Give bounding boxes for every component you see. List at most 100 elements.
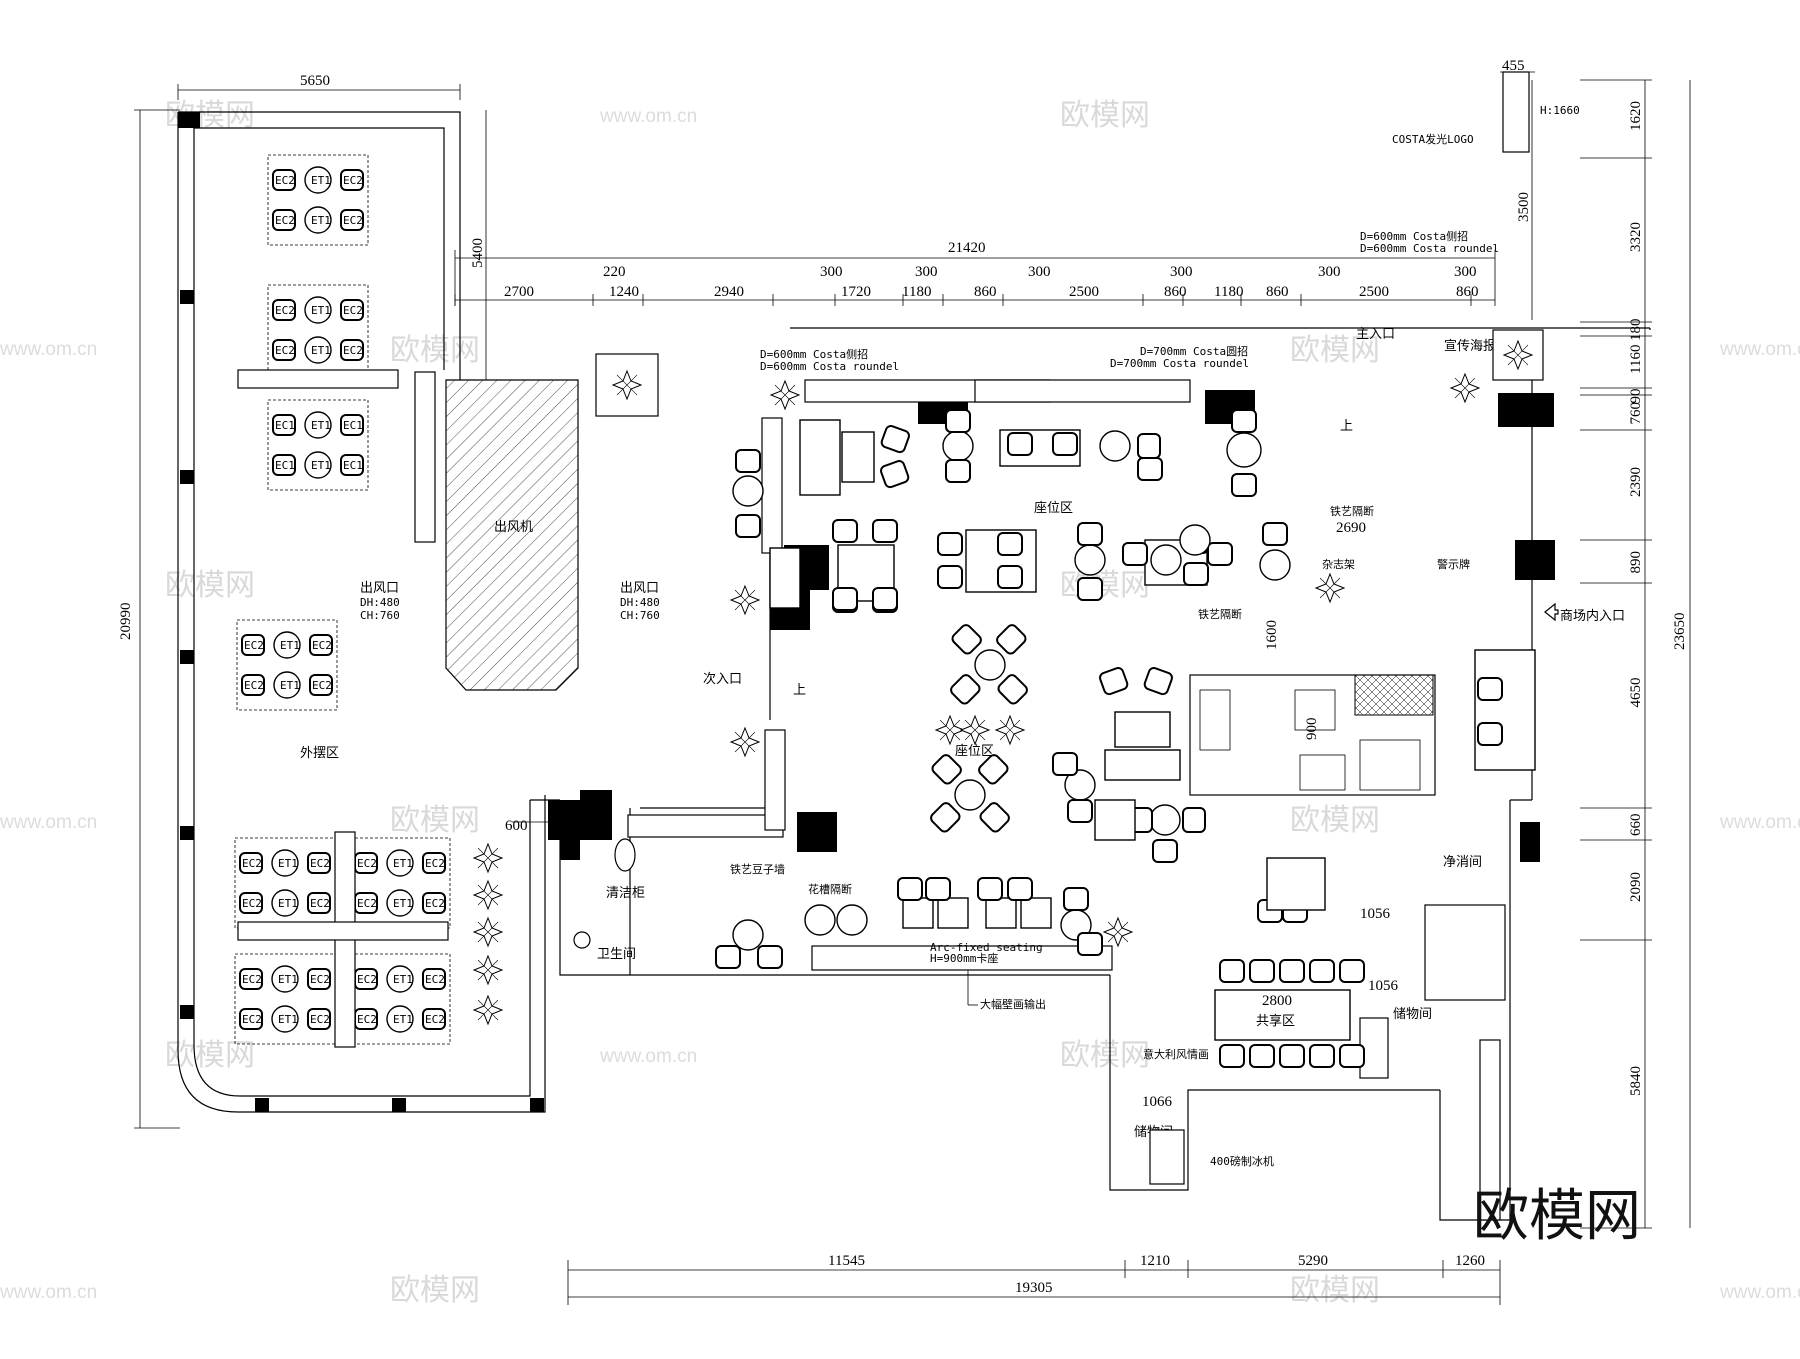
table: ET1 xyxy=(273,631,301,659)
chair xyxy=(735,449,761,473)
svg-text:ET1: ET1 xyxy=(278,973,298,986)
chair: EC2 xyxy=(307,852,331,874)
chair xyxy=(832,519,858,543)
dimension-label: 600 xyxy=(505,818,528,834)
watermark: 欧模网 xyxy=(1290,334,1380,367)
chair: EC2 xyxy=(422,852,446,874)
chair: EC2 xyxy=(354,852,378,874)
chair xyxy=(1231,409,1257,433)
table xyxy=(1179,524,1211,556)
dimension-label: 300 xyxy=(915,264,938,280)
svg-text:EC2: EC2 xyxy=(244,639,264,652)
dimension-label: 1720 xyxy=(841,284,871,300)
outlet-right-label: 出风口 xyxy=(620,580,659,595)
svg-text:EC2: EC2 xyxy=(425,973,445,986)
table xyxy=(954,779,986,811)
chair: EC2 xyxy=(272,299,296,321)
dimension-label: 300 xyxy=(1028,264,1051,280)
table xyxy=(1074,544,1106,576)
watermark: 欧模网 xyxy=(1060,1039,1150,1072)
chair: EC2 xyxy=(307,1008,331,1030)
dimension-label: 2800 xyxy=(1262,993,1292,1009)
dimension-label: 300 xyxy=(1170,264,1193,280)
svg-text:ET1: ET1 xyxy=(311,419,331,432)
dimension-label: 23650 xyxy=(1672,613,1688,651)
table xyxy=(804,904,836,936)
chair: EC2 xyxy=(340,339,364,361)
svg-text:EC2: EC2 xyxy=(425,857,445,870)
dimension-label: 890 xyxy=(1628,551,1644,574)
watermark: www.om.cn xyxy=(599,106,697,127)
table: ET1 xyxy=(304,451,332,479)
watermark: 欧模网 xyxy=(390,804,480,837)
dimension-label: 220 xyxy=(603,264,626,280)
chair xyxy=(930,802,961,833)
table xyxy=(902,897,934,929)
table xyxy=(1114,711,1171,748)
chair: EC2 xyxy=(422,1008,446,1030)
ice-machine-label: 400磅制冰机 xyxy=(1210,1154,1274,1168)
signage: H:1660 COSTA发光LOGO D=600mm Costa侧招 D=600… xyxy=(703,71,1625,1221)
plant xyxy=(1315,573,1345,603)
dimension-label: 90 xyxy=(1628,389,1644,404)
table xyxy=(937,897,969,929)
arc-seating-label: H=900mm卡座 xyxy=(930,951,998,965)
chair xyxy=(937,565,963,589)
chair xyxy=(1309,1044,1335,1068)
dimension-label: 860 xyxy=(1164,284,1187,300)
chair xyxy=(1077,932,1103,956)
chair: EC2 xyxy=(239,968,263,990)
watermark: www.om.cn xyxy=(0,339,97,360)
svg-text:ET1: ET1 xyxy=(311,174,331,187)
seating-area-label: 座位区 xyxy=(1034,500,1073,515)
chair xyxy=(945,459,971,483)
sign-600-top-1: D=600mm Costa侧招 xyxy=(1360,229,1468,243)
dimension-label: 1056 xyxy=(1360,906,1391,922)
dimension-label: 19305 xyxy=(1015,1280,1053,1296)
chair xyxy=(1183,562,1209,586)
disinfection-label: 净消间 xyxy=(1443,854,1482,869)
chair xyxy=(1052,432,1078,456)
table: ET1 xyxy=(386,889,414,917)
table xyxy=(732,475,764,507)
table xyxy=(1226,432,1262,468)
restroom-label: 卫生间 xyxy=(597,946,636,961)
chair: EC2 xyxy=(239,892,263,914)
table xyxy=(1020,897,1052,929)
svg-text:EC2: EC2 xyxy=(275,214,295,227)
sign-600-left-1: D=600mm Costa侧招 xyxy=(760,347,868,361)
svg-text:ET1: ET1 xyxy=(393,857,413,870)
chair xyxy=(1477,677,1503,701)
table: ET1 xyxy=(386,849,414,877)
secondary-entrance-label: 次入口 xyxy=(703,671,742,686)
sign-600-top-2: D=600mm Costa roundel xyxy=(1360,242,1499,255)
planter-box xyxy=(764,729,786,831)
table xyxy=(769,547,801,609)
sign-600-left-2: D=600mm Costa roundel xyxy=(760,360,899,373)
dimension-label: 760 xyxy=(1628,402,1644,425)
chair: EC2 xyxy=(239,852,263,874)
dimension-label: 860 xyxy=(1456,284,1479,300)
svg-text:EC2: EC2 xyxy=(244,679,264,692)
mural-label: 大幅壁画输出 xyxy=(980,997,1046,1011)
svg-text:EC2: EC2 xyxy=(310,897,330,910)
logo-height-label: H:1660 xyxy=(1540,104,1580,117)
dimension-label: 5840 xyxy=(1628,1066,1644,1096)
table: ET1 xyxy=(386,965,414,993)
table: ET1 xyxy=(304,336,332,364)
svg-text:EC2: EC2 xyxy=(343,344,363,357)
chair xyxy=(1077,522,1103,546)
dimension-label: 1260 xyxy=(1455,1253,1485,1269)
seating-area-label: 座位区 xyxy=(955,743,994,758)
svg-text:ET1: ET1 xyxy=(311,304,331,317)
chair xyxy=(997,532,1023,556)
chair xyxy=(1339,959,1365,983)
table: ET1 xyxy=(304,206,332,234)
svg-text:EC2: EC2 xyxy=(275,344,295,357)
chair xyxy=(1007,432,1033,456)
chair: EC2 xyxy=(241,674,265,696)
watermark-layer: 欧模网 www.om.cn 欧模网 www.om.cn 欧模网 欧模网 www.… xyxy=(0,99,1800,1307)
chair: EC2 xyxy=(239,1008,263,1030)
chair: EC2 xyxy=(422,892,446,914)
plant xyxy=(960,715,990,745)
